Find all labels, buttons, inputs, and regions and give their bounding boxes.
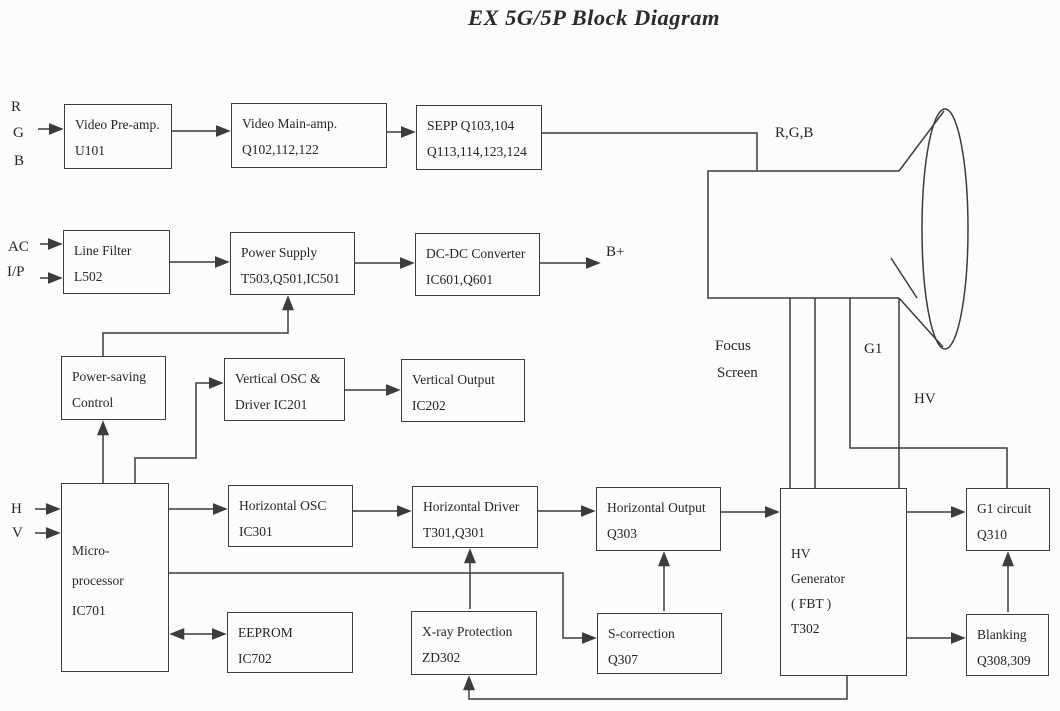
block-text: Horizontal Driver: [423, 499, 520, 514]
block-text: IC301: [239, 524, 273, 539]
block-microprocessor: Micro- processor IC701: [61, 483, 169, 672]
block-text: Generator: [791, 571, 845, 586]
label-r-input: R: [11, 99, 22, 115]
label-g-input: G: [13, 125, 24, 141]
block-text: Horizontal OSC: [239, 498, 327, 513]
block-xray-protection: X-ray Protection ZD302: [411, 611, 537, 675]
block-text: Driver IC201: [235, 397, 308, 412]
block-text: G1 circuit: [977, 501, 1032, 516]
crt-picture-tube: [707, 108, 969, 350]
block-text: Q307: [608, 652, 638, 667]
conn-micro-to-vosc: [134, 377, 224, 483]
block-blanking: Blanking Q308,309: [966, 614, 1049, 676]
block-text: Line Filter: [74, 243, 132, 258]
block-text: IC702: [238, 651, 272, 666]
crt-gun-mark: [890, 257, 918, 299]
crt-screen-face: [921, 108, 969, 350]
block-video-mainamp: Video Main-amp. Q102,112,122: [231, 103, 387, 168]
block-video-preamp: Video Pre-amp. U101: [64, 104, 172, 169]
block-text: Q308,309: [977, 653, 1031, 668]
block-text: Control: [72, 395, 114, 410]
block-text: processor: [72, 573, 124, 588]
crt-funnel-top: [898, 110, 945, 172]
block-text: L502: [74, 269, 103, 284]
block-text: S-correction: [608, 626, 675, 641]
block-text: DC-DC Converter: [426, 246, 526, 261]
conn-sepp-to-crt: [542, 132, 758, 170]
block-eeprom: EEPROM IC702: [227, 612, 353, 673]
block-vertical-osc: Vertical OSC & Driver IC201: [224, 358, 345, 421]
label-crt-focus: Focus: [715, 338, 751, 354]
conn-crt-g1-lead: [849, 298, 1008, 488]
label-bplus-output: B+: [606, 244, 625, 260]
crt-body: [707, 170, 899, 299]
block-text: U101: [75, 143, 105, 158]
block-text: Q113,114,123,124: [427, 144, 527, 159]
block-text: Power-saving: [72, 369, 146, 384]
block-text: IC202: [412, 398, 446, 413]
block-vertical-output: Vertical Output IC202: [401, 359, 525, 422]
block-text: ZD302: [422, 650, 461, 665]
block-text: Vertical Output: [412, 372, 495, 387]
block-horizontal-osc: Horizontal OSC IC301: [228, 485, 353, 547]
conn-micro-to-scorrection: [169, 572, 597, 644]
block-text: EEPROM: [238, 625, 293, 640]
block-s-correction: S-correction Q307: [597, 613, 722, 674]
label-ac-input: AC: [8, 239, 29, 255]
label-h-input: H: [11, 501, 22, 517]
conn-powersaving-to-psu: [102, 295, 294, 356]
block-power-saving-control: Power-saving Control: [61, 356, 166, 420]
block-line-filter: Line Filter L502: [63, 230, 170, 294]
block-g1-circuit: G1 circuit Q310: [966, 488, 1050, 551]
block-text: IC701: [72, 603, 106, 618]
block-text: IC601,Q601: [426, 272, 494, 287]
block-text: X-ray Protection: [422, 624, 513, 639]
block-text: T302: [791, 621, 820, 636]
block-horizontal-output: Horizontal Output Q303: [596, 487, 721, 551]
label-crt-screen: Screen: [717, 365, 758, 381]
block-text: HV: [791, 546, 811, 561]
block-dcdc-converter: DC-DC Converter IC601,Q601: [415, 233, 540, 296]
block-text: SEPP Q103,104: [427, 118, 515, 133]
label-b-input: B: [14, 153, 25, 169]
block-sepp: SEPP Q103,104 Q113,114,123,124: [416, 105, 542, 170]
block-text: Video Main-amp.: [242, 116, 338, 131]
block-horizontal-driver: Horizontal Driver T301,Q301: [412, 486, 538, 548]
block-text: Q303: [607, 526, 637, 541]
label-crt-hv: HV: [914, 391, 936, 407]
block-text: Video Pre-amp.: [75, 117, 160, 132]
block-text: T301,Q301: [423, 525, 485, 540]
label-crt-rgb: R,G,B: [775, 125, 814, 141]
conn-fbt-feedback-to-xray: [463, 675, 848, 700]
label-ip-input: I/P: [7, 264, 25, 280]
wire-group: [35, 123, 1014, 700]
block-power-supply: Power Supply T503,Q501,IC501: [230, 232, 355, 295]
block-hv-generator: HV Generator ( FBT ) T302: [780, 488, 907, 676]
block-text: ( FBT ): [791, 596, 832, 611]
block-text: Blanking: [977, 627, 1027, 642]
block-text: Vertical OSC &: [235, 371, 321, 386]
block-text: Power Supply: [241, 245, 318, 260]
block-text: Q310: [977, 527, 1007, 542]
block-text: Horizontal Output: [607, 500, 706, 515]
diagram-title: EX 5G/5P Block Diagram: [467, 5, 721, 30]
label-v-input: V: [12, 525, 23, 541]
label-crt-g1: G1: [864, 341, 883, 357]
block-text: Q102,112,122: [242, 142, 319, 157]
block-text: Micro-: [72, 543, 110, 558]
block-text: T503,Q501,IC501: [241, 271, 340, 286]
